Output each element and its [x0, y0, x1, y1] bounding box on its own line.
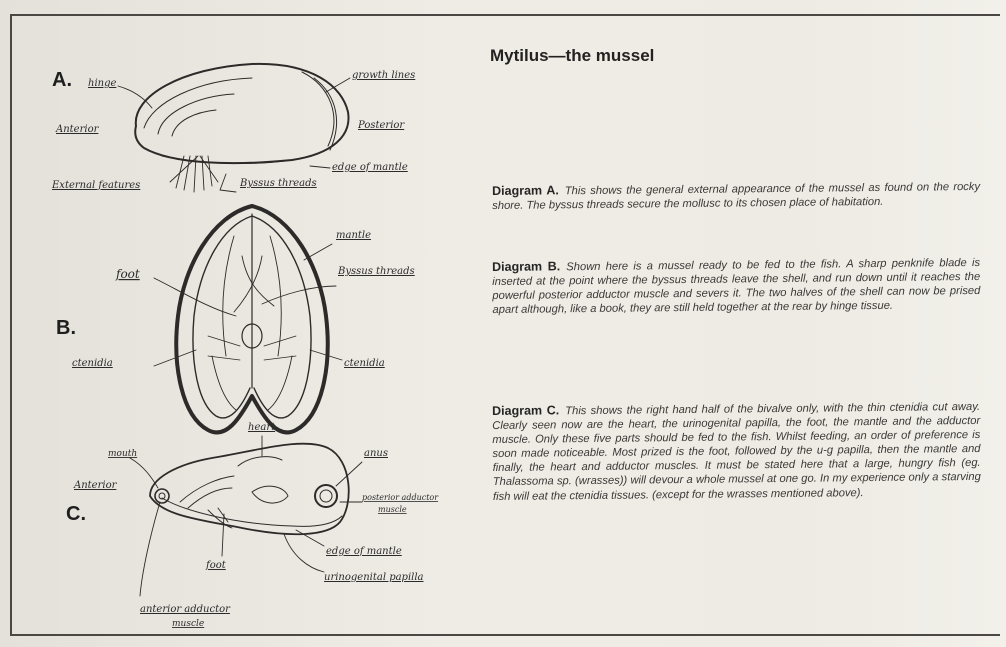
- paragraph-diagram-b: Diagram B.Shown here is a mussel ready t…: [492, 255, 981, 317]
- label-byssus-threads-a: Byssus threads: [239, 178, 317, 189]
- diagram-a-letter: A.: [52, 69, 72, 91]
- diagram-b-letter: B.: [56, 317, 76, 339]
- paragraph-c-label: Diagram C.: [492, 403, 559, 418]
- paragraph-a-label: Diagram A.: [492, 183, 559, 198]
- label-anus: anus: [364, 448, 388, 459]
- label-heart: heart: [248, 422, 276, 433]
- label-anterior-adductor-muscle: muscle: [172, 619, 204, 629]
- paragraph-diagram-a: Diagram A.This shows the general externa…: [492, 179, 980, 213]
- label-posterior-a: Posterior: [357, 120, 405, 131]
- label-hinge: hinge: [88, 78, 116, 89]
- label-growth-lines: growth lines: [352, 70, 415, 81]
- label-anterior-c: Anterior: [73, 480, 118, 491]
- page-title: Mytilus—the mussel: [490, 46, 654, 66]
- label-anterior-adductor: anterior adductor: [140, 604, 231, 615]
- label-mantle-b: mantle: [336, 230, 371, 241]
- label-posterior-adductor: posterior adductor: [362, 493, 439, 502]
- label-edge-of-mantle-c: edge of mantle: [326, 546, 402, 557]
- diagram-b-drawing: [154, 206, 342, 432]
- diagram-c-letter: C.: [66, 503, 86, 525]
- label-anterior-a: Anterior: [55, 124, 100, 135]
- label-edge-of-mantle-a: edge of mantle: [332, 162, 408, 173]
- label-external-features: External features: [51, 180, 140, 191]
- mussel-diagrams: A. hinge growth lines Anterior Posterior…: [12, 16, 482, 634]
- label-ctenidia-right: ctenidia: [344, 358, 385, 369]
- label-posterior-adductor-muscle: muscle: [378, 505, 407, 514]
- label-ctenidia-left: ctenidia: [72, 358, 113, 369]
- paragraph-diagram-c: Diagram C.This shows the right hand half…: [492, 399, 981, 504]
- paragraph-a-text: This shows the general external appearan…: [492, 181, 980, 212]
- paragraph-b-label: Diagram B.: [492, 259, 560, 274]
- label-foot-c: foot: [205, 560, 227, 571]
- paragraph-b-text: Shown here is a mussel ready to be fed t…: [492, 257, 980, 316]
- paragraph-c-text: This shows the right hand half of the bi…: [492, 401, 981, 503]
- label-foot-b: foot: [115, 267, 140, 281]
- diagram-a-drawing: [118, 64, 350, 192]
- label-byssus-threads-b: Byssus threads: [337, 266, 415, 277]
- label-mouth: mouth: [108, 449, 137, 459]
- label-urinogenital-papilla: urinogenital papilla: [324, 572, 424, 583]
